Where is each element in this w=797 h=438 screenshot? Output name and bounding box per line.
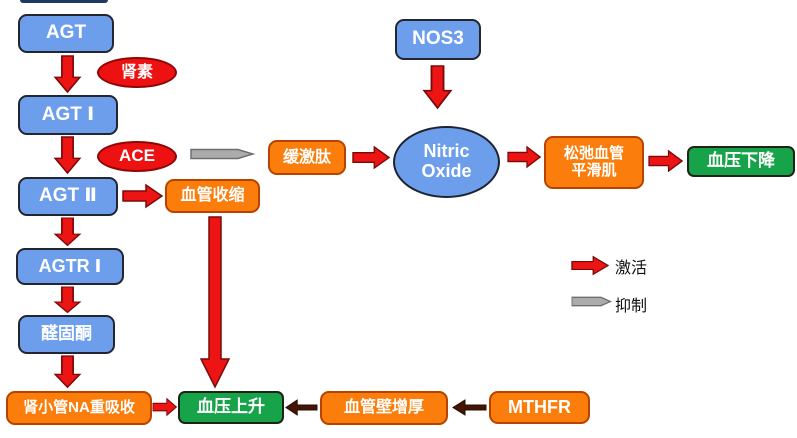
node-renin-label: 肾素 xyxy=(120,63,153,81)
legend-activate-label: 激活 xyxy=(615,260,648,277)
node-vessel-wall-thickening-label: 血管壁增厚 xyxy=(343,399,424,417)
arrow-agtr1-to-aldosterone xyxy=(53,286,82,314)
node-aldosterone-label: 醛固酮 xyxy=(41,324,92,344)
node-aldosterone: 醛固酮 xyxy=(18,315,115,354)
node-bp-fall: 血压下降 xyxy=(687,146,795,177)
node-agt2-label: AGT Ⅱ xyxy=(39,185,97,207)
cropped-box-edge xyxy=(20,0,108,3)
node-mthfr-label: MTHFR xyxy=(508,396,571,417)
node-relax-vessel-line1: 松弛血管 xyxy=(563,145,624,162)
arrow-vasoconstriction-to-bp-rise xyxy=(199,216,231,389)
node-vessel-wall-thickening: 血管壁增厚 xyxy=(320,391,448,425)
arrow-agt2-to-vasoconstriction xyxy=(122,183,164,209)
arrow-nitric-oxide-to-relax xyxy=(507,145,542,169)
node-agt1-label: AGT Ⅰ xyxy=(41,103,95,125)
arrow-mthfr-to-wall-thickening xyxy=(452,399,487,416)
node-agtr1: AGTR Ⅰ xyxy=(16,248,124,285)
node-agtr1-label: AGTR Ⅰ xyxy=(38,255,102,276)
legend-inhibit-arrow xyxy=(571,296,612,307)
node-bradykinin: 缓激肽 xyxy=(268,140,346,175)
node-renal-na-reabsorption-label: 肾小管NA重吸收 xyxy=(23,398,135,416)
node-agt: AGT xyxy=(18,14,114,53)
node-bp-rise: 血压上升 xyxy=(178,391,284,424)
node-relax-vessel: 松弛血管 平滑肌 xyxy=(544,136,644,189)
node-renin: 肾素 xyxy=(97,57,177,88)
arrow-agt-to-agt1 xyxy=(53,55,82,94)
arrow-agt1-to-agt2 xyxy=(53,136,82,175)
node-agt2: AGT Ⅱ xyxy=(18,177,118,216)
node-agt1: AGT Ⅰ xyxy=(18,95,118,135)
node-vasoconstriction-label: 血管收缩 xyxy=(180,187,245,205)
arrow-renal-to-bp-rise xyxy=(152,397,178,417)
arrow-relax-to-bp-fall xyxy=(648,149,684,173)
legend-activate-arrow xyxy=(571,255,610,276)
node-renal-na-reabsorption: 肾小管NA重吸收 xyxy=(6,391,152,425)
node-bp-fall-label: 血压下降 xyxy=(707,151,775,171)
node-nitric-oxide-line2: Oxide xyxy=(421,161,472,181)
arrow-aldosterone-to-renal xyxy=(53,355,82,389)
node-bp-rise-label: 血压上升 xyxy=(197,397,265,417)
arrow-ace-inhibits-bradykinin xyxy=(190,148,256,160)
arrow-wall-thickening-to-bp-rise xyxy=(285,399,318,416)
node-bradykinin-label: 缓激肽 xyxy=(282,148,331,166)
arrow-nos3-to-nitric-oxide xyxy=(422,65,453,110)
node-ace: ACE xyxy=(97,141,177,172)
node-nitric-oxide-line1: Nitric xyxy=(423,141,470,162)
node-agt-label: AGT xyxy=(45,22,87,44)
node-relax-vessel-line2: 平滑肌 xyxy=(571,161,617,179)
node-vasoconstriction: 血管收缩 xyxy=(165,179,260,213)
node-nitric-oxide: Nitric Oxide xyxy=(393,126,500,198)
arrow-bradykinin-to-nitric-oxide xyxy=(352,145,391,170)
node-nos3: NOS3 xyxy=(395,19,481,60)
node-ace-label: ACE xyxy=(119,146,155,166)
arrow-agt2-to-agtr1 xyxy=(53,217,82,247)
legend-inhibit-label: 抑制 xyxy=(615,298,648,315)
node-mthfr: MTHFR xyxy=(489,391,590,424)
node-nos3-label: NOS3 xyxy=(412,28,464,50)
